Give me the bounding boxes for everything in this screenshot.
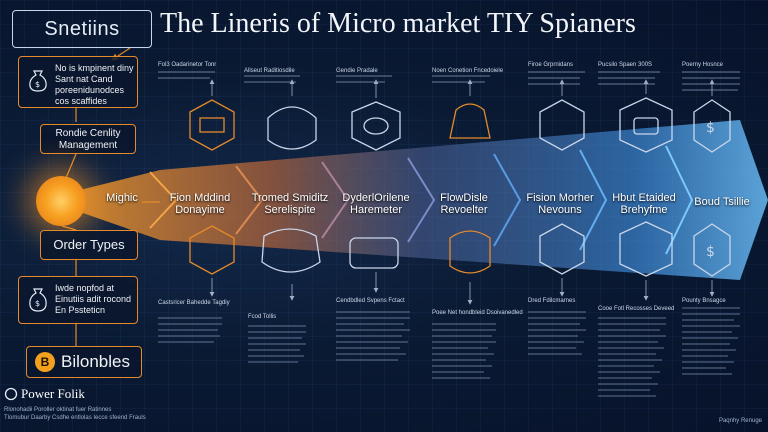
bottom-note-6: Cooe Fotl Recosses Deveed xyxy=(598,306,675,312)
svg-text:$: $ xyxy=(35,80,40,89)
sun-label: Mighic xyxy=(106,192,138,204)
footer-text: Rlonohadii Poroller oktinat fuer Ratinne… xyxy=(4,406,146,422)
top-note-7: Poerny Hosnce xyxy=(682,62,724,68)
bottom-note-3: Cendbdled Svpens Fctact xyxy=(336,298,405,304)
stage-label-3: DyderlOrilene Haremeter xyxy=(342,192,410,216)
svg-text:$: $ xyxy=(706,120,715,136)
footer-brand: Power Folik xyxy=(4,386,85,402)
footer-brand-text: Power Folik xyxy=(21,386,85,401)
bottom-note-5: Dred Fdilcmarnes xyxy=(528,298,576,304)
info-box-top-text: No is kmpinent diny Sant nat Cand poreen… xyxy=(55,63,134,106)
top-note-3: Gendie Pradale xyxy=(336,68,378,74)
stage-bottom-icons: $ xyxy=(189,221,731,277)
bottom-note-lines xyxy=(158,307,740,397)
flow-beam xyxy=(80,120,768,280)
stage-label-7: Boud Tsillie xyxy=(694,196,750,208)
top-note-6: Pucsilo Spaen 300S xyxy=(598,62,653,68)
logo-box: Snetiins xyxy=(12,10,152,48)
bottom-note-7: Pounty Bnsagce xyxy=(682,298,726,304)
bitcoin-box-label: Bilonbles xyxy=(61,352,130,371)
stage-top-icons: $ xyxy=(189,97,731,153)
footer-line-2: Tlomubur Daarby Csdhe entlolas Iecce sfe… xyxy=(4,415,146,421)
bottom-note-1: Castsricer Bahedde Tagdiy xyxy=(158,300,230,306)
bitcoin-icon: B xyxy=(35,352,55,372)
order-types-box: Order Types xyxy=(40,230,138,260)
chevron-markers xyxy=(149,145,694,255)
footer-line-1: Rlonohadii Poroller oktinat fuer Ratinne… xyxy=(4,407,112,413)
svg-text:$: $ xyxy=(35,299,40,308)
page-title: The Lineris of Micro market TIY Spianers xyxy=(160,8,636,39)
bitcoin-box: B Bilonbles xyxy=(26,346,142,378)
info-box-bottom-text: Iwde nopfod at Einutiis adit rocond En P… xyxy=(55,283,132,315)
bottom-note-2: Fcod Tollis xyxy=(248,314,277,320)
footer-right-text: Paqnhy Renuge xyxy=(718,418,762,424)
money-bag-icon: $ xyxy=(29,288,47,312)
top-note-5: Firoe Grprnidans xyxy=(528,62,574,68)
vertical-connectors xyxy=(209,79,715,305)
stage-label-5: Fision Morher Nevouns xyxy=(526,192,594,216)
sun-origin xyxy=(36,176,86,226)
risk-management-box: Rondie Cenlity Management xyxy=(40,124,136,154)
top-note-lines xyxy=(158,71,740,91)
bottom-note-4: Poee Net hondbleid Dsoivanedled xyxy=(432,310,523,316)
left-connectors xyxy=(61,47,160,346)
stage-label-2: Tromed Smiditz Serelispite xyxy=(251,192,329,216)
svg-text:$: $ xyxy=(706,244,715,260)
stage-label-1: Fion Mddind Donayime xyxy=(169,192,231,216)
top-note-1: Fol3 Oadarinetor Tonr xyxy=(158,62,217,68)
stage-label-4: FlowDisle Revoelter xyxy=(440,192,488,216)
top-note-4: Noen Conetion Fncedoiele xyxy=(432,68,504,74)
brand-ring-icon xyxy=(4,387,18,401)
top-note-2: Allseut Raditiosdile xyxy=(244,68,295,74)
stage-label-6: Hbut Etaided Brehyfme xyxy=(612,192,676,216)
money-bag-icon: $ xyxy=(29,70,47,92)
info-box-bottom: $ Iwde nopfod at Einutiis adit rocond En… xyxy=(18,276,138,324)
info-box-top: $ No is kmpinent diny Sant nat Cand pore… xyxy=(18,56,138,108)
